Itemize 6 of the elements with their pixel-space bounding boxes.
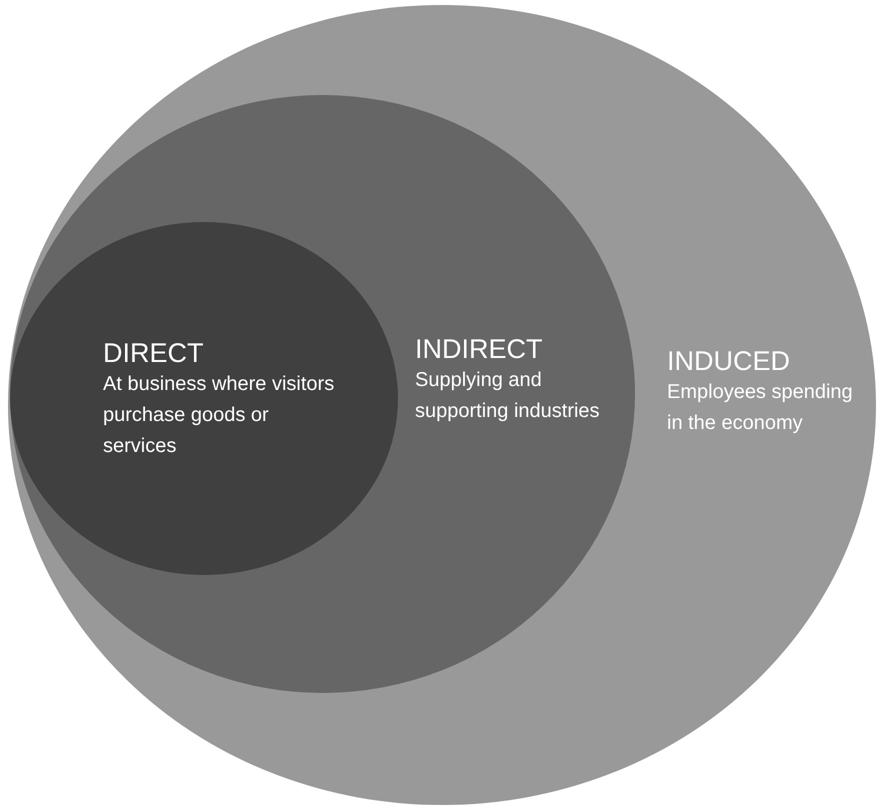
region-title: INDUCED: [667, 345, 792, 377]
region-description: Supplying and supporting industries: [415, 368, 601, 424]
region-title: DIRECT: [103, 337, 204, 369]
region-description: At business where visitors purchase goods or services: [103, 372, 336, 459]
region-description: Employees spending in the economy: [667, 380, 854, 436]
region-title: INDIRECT: [415, 333, 544, 365]
